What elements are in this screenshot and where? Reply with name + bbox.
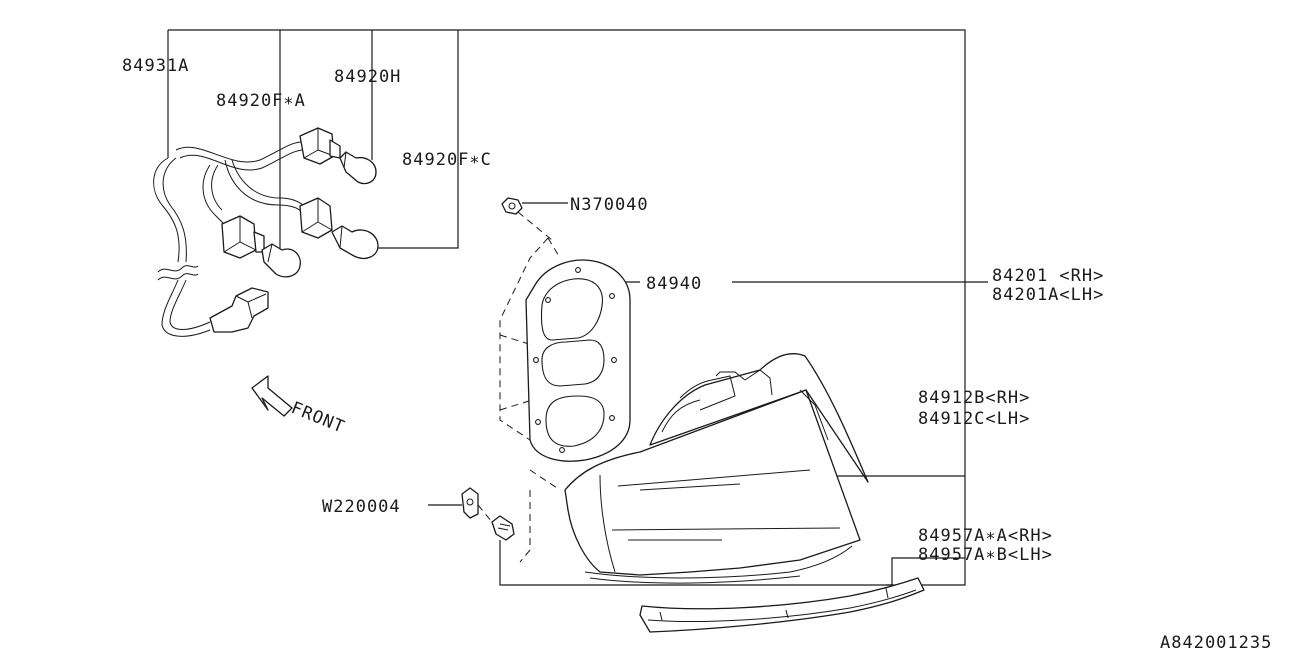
label-84912C-lh: 84912C<LH> — [918, 409, 1030, 429]
front-arrow-icon — [251, 375, 293, 417]
lamp-housing — [519, 353, 869, 584]
bulb-84920F-C — [331, 225, 379, 260]
leader-lines — [167, 29, 988, 586]
label-84920F-A: 84920F∗A — [216, 91, 306, 111]
gasket-84940 — [499, 237, 631, 462]
label-W220004: W220004 — [322, 497, 401, 517]
socket-left — [221, 215, 265, 259]
label-84920F-C: 84920F∗C — [402, 150, 492, 170]
nut-N370040 — [501, 197, 553, 241]
label-84201A-lh: 84201A<LH> — [992, 285, 1104, 305]
figure-code: A842001235 — [1160, 633, 1272, 653]
label-N370040: N370040 — [570, 195, 649, 215]
bulb-84920H — [339, 151, 377, 185]
clip-W220004 — [461, 487, 515, 541]
bulb-84920F-A — [261, 243, 301, 278]
label-84940: 84940 — [646, 274, 702, 294]
label-84201-rh: 84201 <RH> — [992, 266, 1104, 286]
socket-top — [299, 127, 341, 165]
label-84957A-A-rh: 84957A∗A<RH> — [918, 526, 1053, 546]
molding-84957A — [639, 577, 925, 633]
label-84957A-B-lh: 84957A∗B<LH> — [918, 545, 1053, 565]
label-84912B-rh: 84912B<RH> — [918, 388, 1030, 408]
label-84920H: 84920H — [334, 67, 401, 87]
label-84931A: 84931A — [122, 56, 189, 76]
callout-labels: 84931A 84920F∗A 84920H 84920F∗C N370040 … — [122, 56, 1272, 653]
wire-harness — [153, 141, 305, 337]
front-label: FRONT — [288, 398, 348, 438]
socket-middle — [299, 197, 333, 239]
